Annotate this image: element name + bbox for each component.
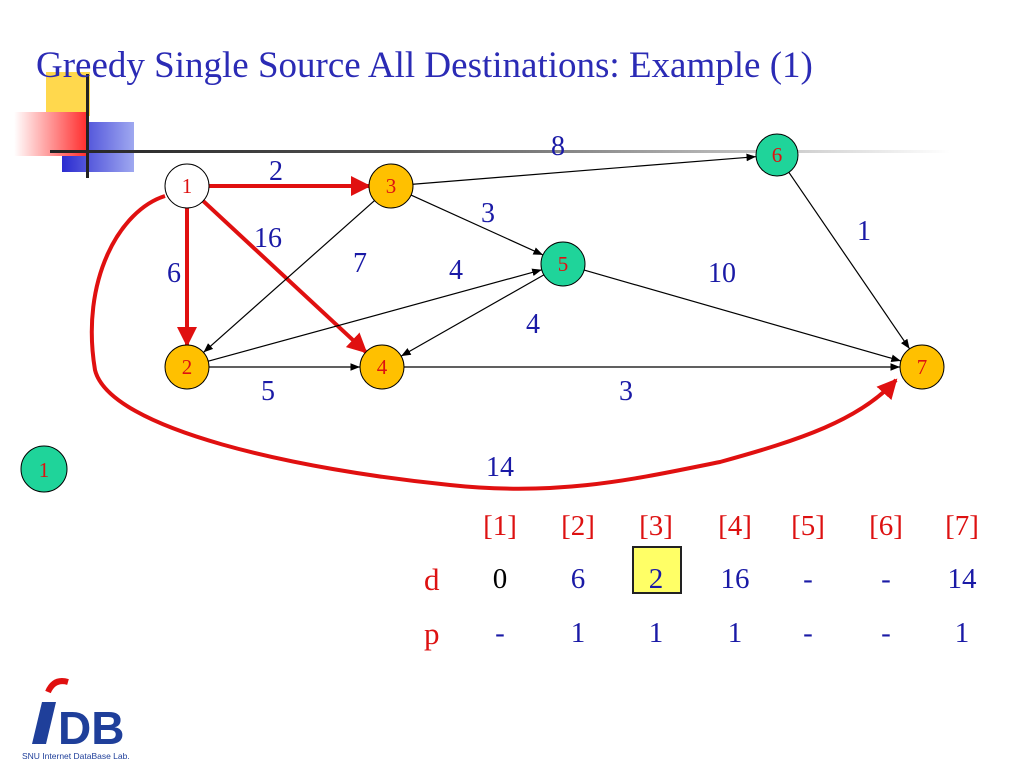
table-header-6: [6] <box>869 510 903 542</box>
table-cell-p-5: - <box>803 617 813 649</box>
node-7: 7 <box>899 344 945 390</box>
node-label-5: 5 <box>558 252 569 276</box>
table-cell-d-2: 6 <box>570 563 586 595</box>
node-6: 6 <box>755 133 799 177</box>
edge-2-5 <box>208 268 542 362</box>
node-label-2: 2 <box>182 355 193 379</box>
edge-3-6 <box>412 153 757 185</box>
node-label-4: 4 <box>377 355 388 379</box>
edge-3-5 <box>410 194 544 256</box>
node-1: 1 <box>164 163 210 209</box>
edge-weight-2-5: 4 <box>449 255 463 286</box>
table-header-1: [1] <box>483 510 517 542</box>
table-cell-p-2: 1 <box>570 617 586 649</box>
edge-5-4 <box>400 274 545 357</box>
table-header-4: [4] <box>718 510 752 542</box>
highlight-cell <box>632 546 682 594</box>
logo-caption: SNU Internet DataBase Lab. <box>22 751 130 761</box>
node-2: 2 <box>164 344 210 390</box>
edge-weight-5-4: 4 <box>526 309 540 340</box>
edge-weight-4-7: 3 <box>619 376 633 407</box>
edge-weight-3-2: 7 <box>353 248 367 279</box>
deco-red-square <box>14 112 86 156</box>
edge-weight-6-7: 1 <box>857 216 871 247</box>
node-3: 3 <box>368 163 414 209</box>
edge-3-2 <box>203 200 375 353</box>
table-cell-d-7: 14 <box>947 563 977 595</box>
node-label-6: 6 <box>772 143 783 167</box>
legend-node-label: 1 <box>39 458 50 482</box>
edge-weight-1-7: 14 <box>486 452 514 483</box>
node-4: 4 <box>359 344 405 390</box>
edge-weight-1-3: 2 <box>269 156 283 187</box>
edge-weight-5-7: 10 <box>708 258 736 289</box>
legend-node: 1 <box>20 445 68 493</box>
table-cell-d-5: - <box>803 563 813 595</box>
node-label-3: 3 <box>386 174 397 198</box>
edge-6-7 <box>788 171 911 350</box>
table-cell-d-6: - <box>881 563 891 595</box>
deco-yellow-square <box>46 72 90 116</box>
edge-weight-3-6: 8 <box>551 131 565 162</box>
table-cell-p-6: - <box>881 617 891 649</box>
table-header-2: [2] <box>561 510 595 542</box>
idb-logo: DB SNU Internet DataBase Lab. <box>22 678 130 761</box>
logo-text: DB <box>58 702 124 754</box>
table-header-5: [5] <box>791 510 825 542</box>
edge-weight-3-5: 3 <box>481 198 495 229</box>
node-label-1: 1 <box>182 174 193 198</box>
table-header-7: [7] <box>945 510 979 542</box>
edge-weight-2-4: 5 <box>261 376 275 407</box>
edge-weight-1-4: 16 <box>254 223 282 254</box>
node-label-7: 7 <box>917 355 928 379</box>
table-cell-p-3: 1 <box>648 617 664 649</box>
table-row-label-d: d <box>424 562 440 597</box>
edge-5-7 <box>583 269 902 362</box>
edge-weight-1-2: 6 <box>167 258 181 289</box>
table-cell-d-3: 2 <box>648 563 664 595</box>
table-header-3: [3] <box>639 510 673 542</box>
deco-vertical-line <box>86 74 89 178</box>
page-title: Greedy Single Source All Destinations: E… <box>36 45 813 86</box>
table-cell-d-4: 16 <box>720 563 750 595</box>
edge-1-7 <box>89 194 898 491</box>
edge-1-4 <box>201 199 368 354</box>
node-5: 5 <box>540 241 586 287</box>
table-cell-p-7: 1 <box>954 617 970 649</box>
deco-horizontal-line <box>50 150 950 153</box>
table-cell-p-1: - <box>495 617 505 649</box>
table-cell-d-1: 0 <box>492 563 508 595</box>
table-row-label-p: p <box>424 616 440 651</box>
table-cell-p-4: 1 <box>727 617 743 649</box>
